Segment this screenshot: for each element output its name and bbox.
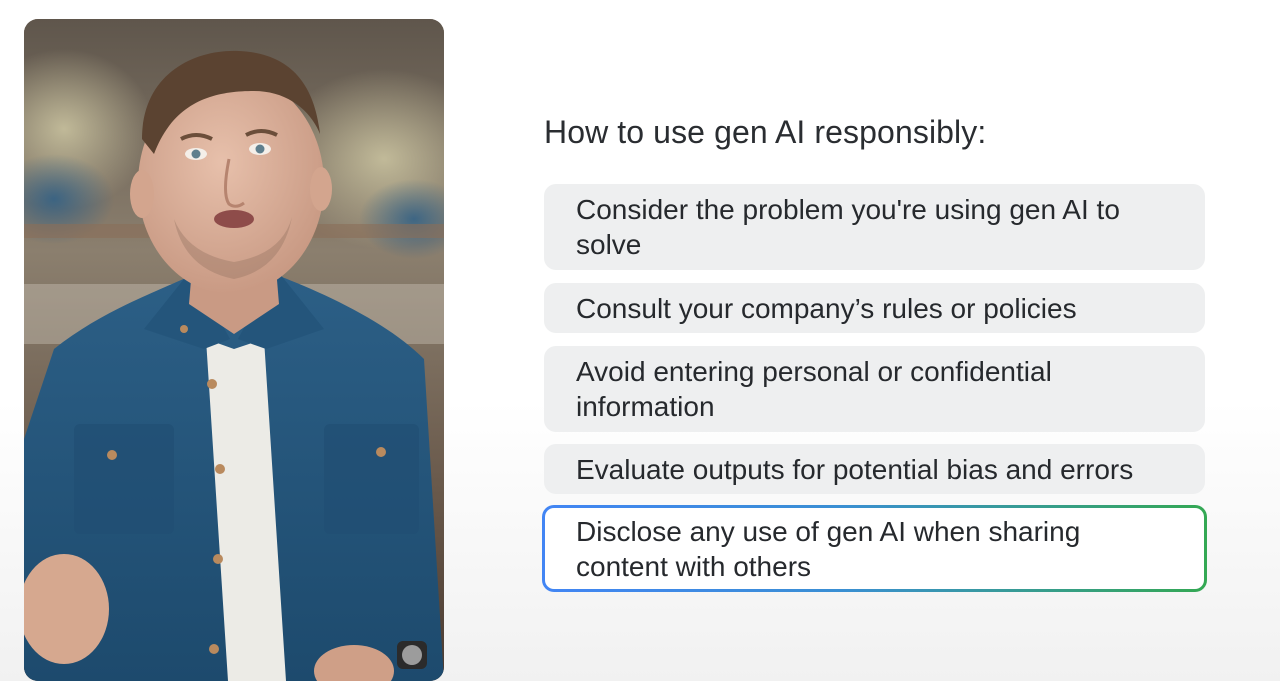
guideline-text: Disclose any use of gen AI when sharing … (576, 515, 1081, 582)
presenter-video (24, 19, 444, 681)
guideline-item-evaluate-outputs: Evaluate outputs for potential bias and … (544, 444, 1205, 494)
guideline-item-consider-problem: Consider the problem you're using gen AI… (544, 184, 1205, 270)
slide-title: How to use gen AI responsibly: (544, 114, 987, 150)
guideline-item-consult-policies: Consult your company’s rules or policies (544, 283, 1205, 333)
guideline-text: Consult your company’s rules or policies (576, 292, 1077, 324)
presenter-illustration (24, 19, 444, 681)
guideline-text: Avoid entering personal or confidential … (576, 356, 1052, 422)
guideline-text: Evaluate outputs for potential bias and … (576, 453, 1134, 485)
guideline-text: Consider the problem you're using gen AI… (576, 194, 1120, 260)
guideline-item-avoid-personal-info: Avoid entering personal or confidential … (544, 346, 1205, 432)
guideline-item-disclose-use-highlighted: Disclose any use of gen AI when sharing … (542, 505, 1207, 592)
